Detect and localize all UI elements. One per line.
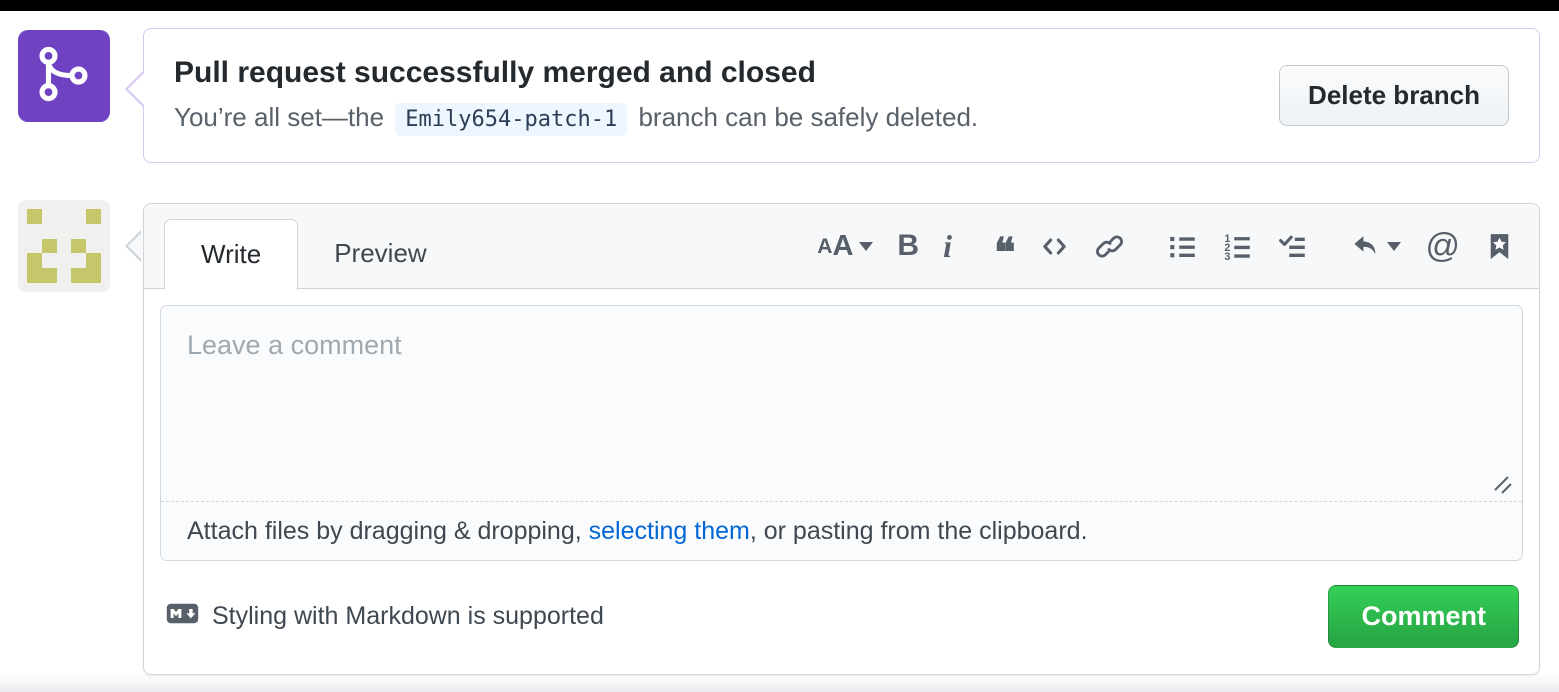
identicon-cell	[86, 209, 101, 224]
attach-text-after: , or pasting from the clipboard.	[749, 516, 1088, 545]
italic-icon[interactable]: i	[943, 228, 952, 264]
svg-text:3: 3	[1225, 251, 1231, 262]
identicon-cell	[86, 268, 101, 283]
identicon-cell	[71, 238, 87, 254]
identicon-cell	[42, 224, 57, 239]
code-icon[interactable]	[1039, 228, 1070, 264]
attach-text-before: Attach files by dragging & dropping,	[187, 516, 589, 545]
attach-files-bar: Attach files by dragging & dropping, sel…	[161, 502, 1522, 560]
merge-banner-subtitle: You’re all set—the Emily654-patch-1 bran…	[174, 101, 979, 136]
identicon-cell	[27, 209, 42, 224]
bold-icon[interactable]: B	[897, 229, 920, 262]
unordered-list-icon[interactable]	[1167, 228, 1198, 264]
delete-branch-button[interactable]: Delete branch	[1279, 65, 1509, 126]
user-avatar	[18, 200, 110, 292]
reply-icon[interactable]	[1350, 228, 1402, 264]
page-bottom-fade	[0, 674, 1559, 692]
identicon-cell	[86, 253, 101, 269]
resize-grip-icon[interactable]	[1492, 474, 1514, 496]
identicon-cell	[41, 238, 57, 254]
identicon-cell	[42, 209, 57, 224]
identicon-cell	[57, 224, 72, 239]
toolbar-group: ❝	[993, 228, 1126, 275]
link-icon[interactable]	[1094, 228, 1125, 264]
identicon-cell	[57, 239, 72, 254]
markdown-note-text: Styling with Markdown is supported	[212, 602, 604, 630]
identicon-cell	[27, 239, 42, 254]
identicon-cell	[27, 268, 42, 283]
mention-icon[interactable]: @	[1425, 227, 1460, 265]
quote-icon[interactable]: ❝	[993, 231, 1016, 275]
merge-banner-title: Pull request successfully merged and clo…	[174, 56, 816, 90]
selecting-them-link[interactable]: selecting them	[588, 516, 750, 545]
merged-pr-badge	[18, 30, 110, 122]
merge-success-banner: Pull request successfully merged and clo…	[125, 28, 1540, 163]
identicon-cell	[41, 268, 57, 283]
top-border-bar	[0, 0, 1559, 11]
saved-replies-icon[interactable]	[1484, 228, 1515, 264]
identicon-cell	[71, 224, 86, 239]
identicon-cell	[86, 224, 101, 239]
markdown-icon	[166, 602, 199, 631]
task-list-icon[interactable]	[1277, 228, 1308, 264]
comment-textarea[interactable]	[161, 306, 1522, 502]
editor-box: Attach files by dragging & dropping, sel…	[160, 305, 1523, 561]
merge-banner-text: Pull request successfully merged and clo…	[174, 56, 979, 136]
identicon-cell	[57, 209, 72, 224]
comment-button[interactable]: Comment	[1328, 585, 1519, 648]
toolbar-group: @	[1350, 228, 1515, 264]
identicon-cell	[71, 268, 87, 283]
markdown-supported-note[interactable]: Styling with Markdown is supported	[166, 602, 604, 631]
comment-form-body: Attach files by dragging & dropping, sel…	[144, 289, 1539, 579]
comment-form-footer: Styling with Markdown is supported Comme…	[144, 579, 1539, 674]
tab-preview[interactable]: Preview	[334, 237, 427, 268]
identicon-cell	[86, 239, 101, 254]
svg-text:2: 2	[1225, 242, 1231, 254]
branch-name-chip: Emily654-patch-1	[395, 102, 628, 136]
identicon-cell	[57, 253, 72, 268]
identicon-cell	[71, 209, 86, 224]
editor-tabs: Write Preview	[164, 204, 463, 290]
subtitle-after: branch can be safely deleted.	[638, 101, 979, 132]
tab-write[interactable]: Write	[164, 219, 299, 290]
comment-form: Write Preview AA Bi ❝ 123 @ Attach files by …	[125, 203, 1540, 675]
svg-text:1: 1	[1225, 233, 1231, 245]
identicon-cell	[71, 253, 86, 268]
identicon	[27, 209, 101, 283]
identicon-cell	[42, 253, 57, 268]
identicon-cell	[27, 224, 42, 239]
identicon-cell	[57, 268, 72, 283]
subtitle-before: You’re all set—the	[174, 101, 385, 132]
identicon-cell	[27, 253, 42, 269]
git-merge-icon	[33, 43, 95, 110]
